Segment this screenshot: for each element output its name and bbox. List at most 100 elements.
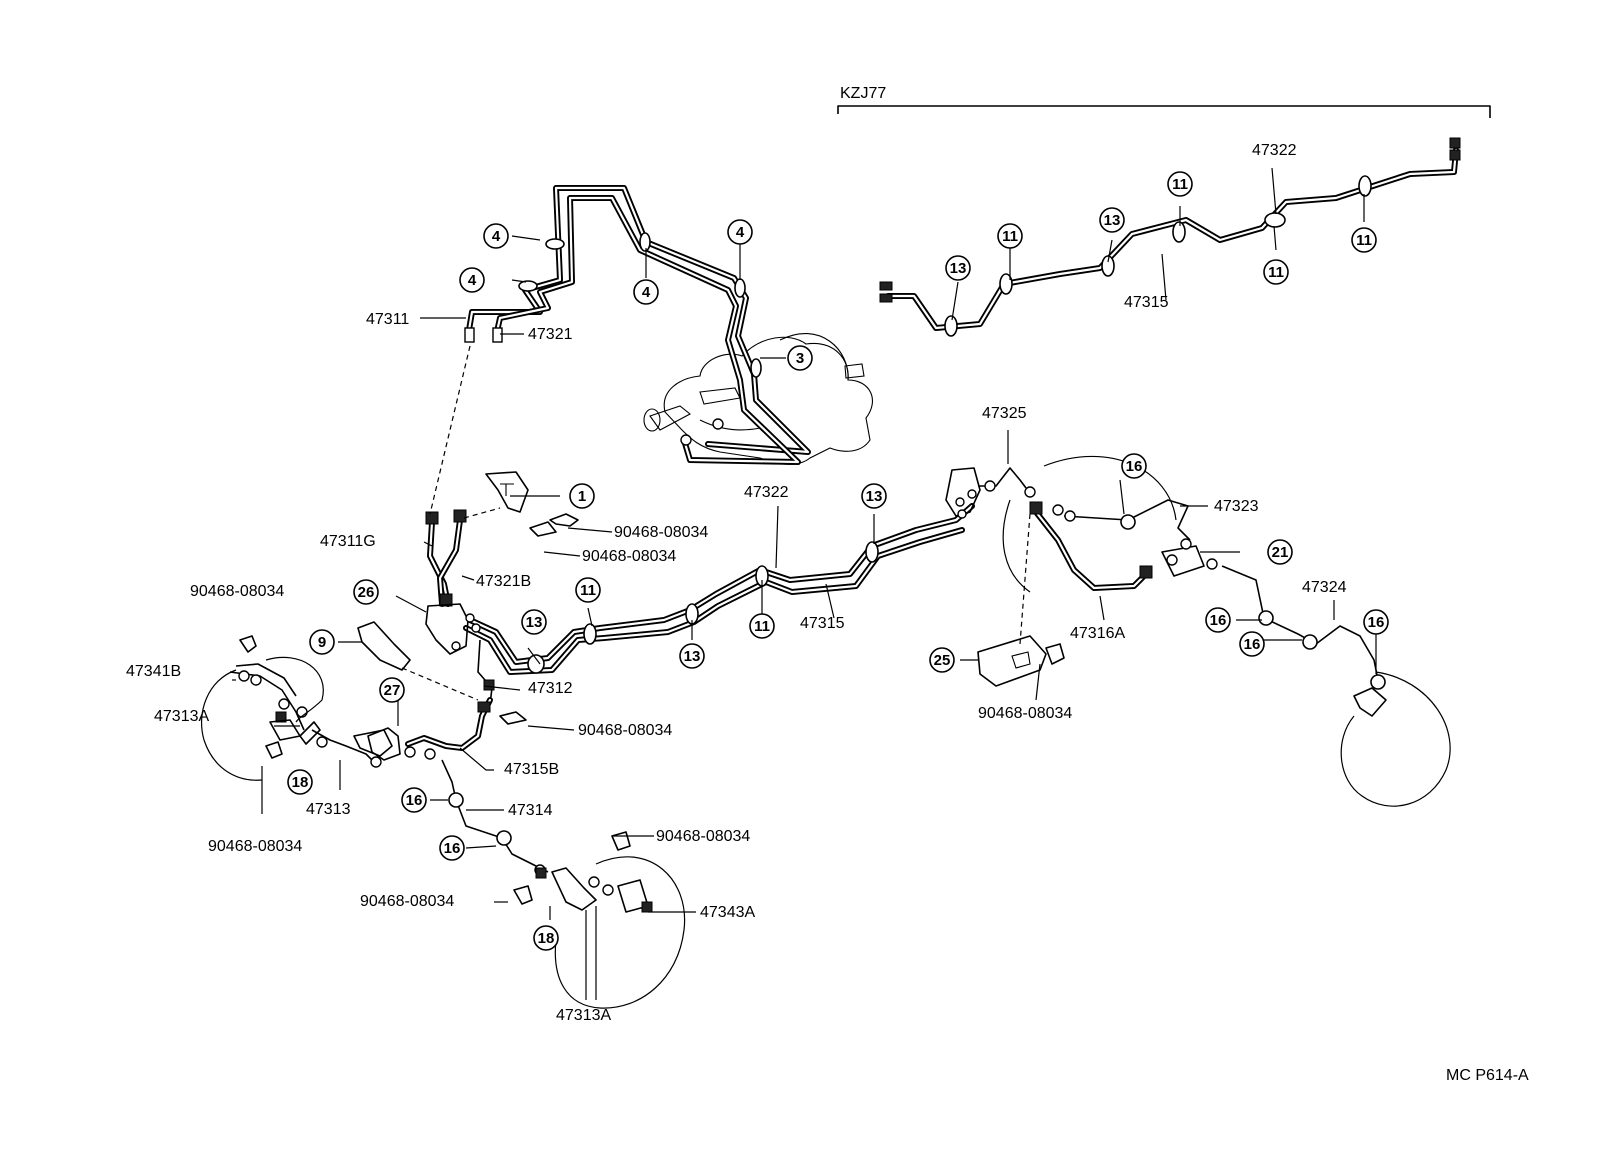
part-47311-label: 47311 (366, 311, 409, 328)
svg-text:4: 4 (642, 284, 651, 301)
svg-text:13: 13 (1104, 212, 1121, 229)
svg-text:11: 11 (1172, 176, 1188, 193)
svg-text:11: 11 (580, 582, 596, 599)
callout-16-c: 16 (1121, 453, 1147, 479)
main-lower-tubes (463, 503, 975, 675)
part-47324-label: 47324 (1302, 579, 1347, 596)
part-47322-label-lower: 47322 (744, 484, 789, 501)
clip-label-1: 90468-08034 (614, 524, 708, 541)
clip-label-8: 90468-08034 (360, 893, 454, 910)
svg-text:21: 21 (1272, 544, 1289, 561)
part-47312-label: 47312 (528, 680, 573, 697)
callout-26: 26 (353, 579, 379, 605)
svg-text:13: 13 (526, 614, 543, 631)
part-47325-label: 47325 (982, 405, 1027, 422)
upper-tubes (464, 185, 811, 465)
callout-13-a: 13 (521, 609, 547, 635)
svg-text:3: 3 (796, 350, 804, 367)
callout-18-b: 18 (533, 925, 559, 951)
svg-text:13: 13 (950, 260, 967, 277)
callout-16-a: 16 (401, 787, 427, 813)
part-47343a-label: 47343A (700, 904, 755, 921)
callout-18-a: 18 (287, 769, 313, 795)
kzj77-rear-tubes (879, 137, 1461, 337)
clip-label-6: 90468-08034 (208, 838, 302, 855)
callout-13-b: 13 (679, 643, 705, 669)
callout-9: 9 (309, 629, 335, 655)
svg-text:4: 4 (736, 224, 745, 241)
clip-label-3: 90468-08034 (978, 705, 1072, 722)
leader-lines (232, 167, 1377, 1000)
clip-label-4: 90468-08034 (190, 583, 284, 600)
clip-label-2: 90468-08034 (582, 548, 676, 565)
callout-16-e: 16 (1239, 631, 1265, 657)
svg-text:11: 11 (1268, 264, 1284, 281)
svg-text:4: 4 (468, 272, 477, 289)
svg-text:16: 16 (444, 840, 461, 857)
svg-text:11: 11 (754, 618, 770, 635)
callout-27: 27 (379, 677, 405, 703)
part-47313-label: 47313 (306, 801, 351, 818)
callout-11-f: 11 (1351, 227, 1377, 253)
callout-4-b: 4 (459, 267, 485, 293)
callout-4-c: 4 (633, 279, 659, 305)
model-bracket-line (837, 105, 1491, 118)
svg-text:18: 18 (538, 930, 555, 947)
part-47311g-label: 47311G (320, 533, 376, 550)
part-47315b-label: 47315B (504, 761, 559, 778)
svg-text:26: 26 (358, 584, 375, 601)
part-47316a-label: 47316A (1070, 625, 1125, 642)
callout-11-e: 11 (1263, 259, 1289, 285)
svg-text:16: 16 (1210, 612, 1227, 629)
part-47321-label: 47321 (528, 326, 573, 343)
callout-11-d: 11 (1167, 171, 1193, 197)
callout-16-d: 16 (1205, 607, 1231, 633)
part-labels: 47311 47321 47311G 47321B 90468-08034 90… (126, 142, 1529, 1084)
callout-13-e: 13 (1099, 207, 1125, 233)
callout-1: 1 (569, 483, 595, 509)
clip-label-7: 90468-08034 (656, 828, 750, 845)
svg-text:16: 16 (1368, 614, 1385, 631)
model-code-label: KZJ77 (840, 85, 886, 102)
callout-21: 21 (1267, 539, 1293, 565)
svg-text:18: 18 (292, 774, 309, 791)
callout-25: 25 (929, 647, 955, 673)
part-47341b-label: 47341B (126, 663, 181, 680)
svg-text:4: 4 (492, 228, 501, 245)
callout-3: 3 (787, 345, 813, 371)
assembly-dashed-lines (401, 345, 1031, 701)
svg-text:25: 25 (934, 652, 951, 669)
svg-text:16: 16 (406, 792, 423, 809)
right-rear-assembly (945, 455, 1451, 807)
part-47321b-label: 47321B (476, 573, 531, 590)
callout-11-c: 11 (997, 223, 1023, 249)
callout-11-b: 11 (749, 613, 775, 639)
svg-text:11: 11 (1002, 228, 1018, 245)
svg-text:9: 9 (318, 634, 326, 651)
figure-reference: MC P614-A (1446, 1067, 1529, 1084)
part-47315-label-lower: 47315 (800, 615, 845, 632)
part-47315-label-upper: 47315 (1124, 294, 1169, 311)
svg-text:11: 11 (1356, 232, 1372, 249)
svg-text:16: 16 (1244, 636, 1261, 653)
callout-11-a: 11 (575, 577, 601, 603)
svg-text:1: 1 (578, 488, 586, 505)
svg-text:16: 16 (1126, 458, 1143, 475)
left-rear-tubes (200, 635, 686, 1009)
callout-13-d: 13 (945, 255, 971, 281)
part-47323-label: 47323 (1214, 498, 1259, 515)
callouts: 4 4 4 4 3 1 26 9 13 11 13 11 13 27 18 16… (287, 171, 1389, 951)
callout-4-d: 4 (727, 219, 753, 245)
svg-text:27: 27 (384, 682, 401, 699)
part-47314-label: 47314 (508, 802, 553, 819)
callout-16-f: 16 (1363, 609, 1389, 635)
callout-4-a: 4 (483, 223, 509, 249)
callout-13-c: 13 (861, 483, 887, 509)
front-junction (357, 471, 579, 705)
svg-text:13: 13 (684, 648, 701, 665)
part-47313a-label-lower: 47313A (556, 1007, 611, 1024)
svg-text:13: 13 (866, 488, 883, 505)
part-47322-label-upper: 47322 (1252, 142, 1297, 159)
part-47313a-label-left: 47313A (154, 708, 209, 725)
